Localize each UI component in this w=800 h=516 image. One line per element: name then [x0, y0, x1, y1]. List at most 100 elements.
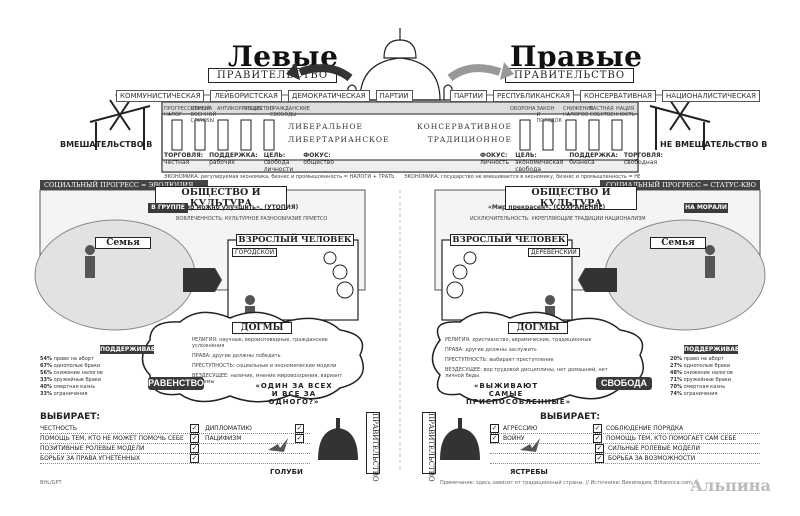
choose-row: ✓СИЛЬНЫЕ РОЛЕВЫЕ МОДЕЛИ — [490, 444, 760, 454]
party-democratic: ДЕМОКРАТИЧЕСКАЯ — [287, 90, 370, 102]
meta-value: личность — [480, 159, 510, 166]
support-row: 48% снижение налогов — [670, 370, 733, 376]
party-republican: РЕСПУБЛИКАНСКАЯ — [493, 90, 574, 102]
support-row: 74% ограничения — [670, 391, 718, 397]
party-conservative: КОНСЕРВАТИВНАЯ — [579, 90, 657, 102]
right-gov-vertical: ПРАВИТЕЛЬСТВО — [422, 412, 436, 482]
pillar-label: ОБЩЕСТВО — [243, 106, 274, 112]
scale-left-icon — [89, 99, 151, 150]
meta-value: свободная — [623, 159, 658, 166]
right-title: Правые — [510, 40, 643, 73]
choose-row: ПОМОЩЬ ТЕМ, КТО НЕ МОЖЕТ ПОМОЧЬ СЕБЕ✓ПАЦ… — [40, 434, 310, 444]
right-adult-title: ВЗРОСЛЫЙ ЧЕЛОВЕК — [450, 234, 568, 246]
left-dogma-title: ДОГМЫ — [232, 322, 292, 334]
right-social-progress: СОЦИАЛЬНЫЙ ПРОГРЕСС = СТАТУС-КВО — [600, 180, 760, 190]
right-support-list: 20% право на аборт 27% однополые браки 4… — [670, 356, 760, 398]
temple-left-top: ЛИБЕРАЛЬНОЕ — [288, 122, 363, 131]
left-society-sub: ВОВЛЕЧЕННОСТЬ: КУЛЬТУРНОЕ РАЗНООБРАЗИЕ П… — [176, 216, 328, 222]
capitol-building-icon — [318, 418, 480, 460]
left-gov-vertical: ПРАВИТЕЛЬСТВО — [366, 412, 380, 482]
right-meta: ФОКУС:личность ЦЕЛЬ:экономическая свобод… — [480, 152, 663, 173]
meta-value: рабочих — [209, 159, 235, 166]
right-rural: ДЕРЕВЕНСКИЙ — [528, 248, 580, 257]
pillar-label: ЗАКОН И ПОРЯДОК — [536, 106, 563, 124]
left-family-title: Семья — [95, 237, 151, 249]
meta-key: ТОРГОВЛЯ: — [164, 152, 204, 159]
right-dogma-lines: РЕЛИГИЯ: христианство, аврамические, тра… — [445, 337, 610, 379]
equality-badge: РАВЕНСТВО — [148, 377, 204, 390]
left-dogma-lines: РЕЛИГИЯ: научные, вероисповедные, гражда… — [192, 337, 357, 385]
left-economy: ЭКОНОМИКА: регулируемая экономика, бизне… — [164, 174, 394, 180]
pillar-label: ОБОРОНА — [510, 106, 536, 112]
left-in-group: В ГРУППЕ — [148, 203, 188, 213]
right-on-morals: НА МОРАЛИ — [684, 203, 728, 213]
support-row: 33% ограничения — [40, 391, 88, 397]
right-parties: ПАРТИИ РЕСПУБЛИКАНСКАЯ КОНСЕРВАТИВНАЯ НА… — [450, 90, 760, 102]
choose-row: БОРЬБУ ЗА ПРАВА УГНЕТЕННЫХ✓ — [40, 454, 310, 464]
pillar-label: ОТМЕНА ВОЕННОЙ СЛУЖБЫ — [190, 106, 217, 124]
right-choose-list: ✓АГРЕССИЮ✓СОБЛЮДЕНИЕ ПОРЯДКА ✓ВОЙНУ✓ПОМО… — [490, 424, 760, 464]
right-interference: НЕ ВМЕШАТЕЛЬСТВО В — [660, 140, 768, 149]
dogma-line: ПРЕСТУПНОСТЬ: социальные и экономические… — [192, 363, 337, 369]
party-labour: ЛЕЙБОРИСТСКАЯ — [210, 90, 282, 102]
right-family-title: Семья — [650, 237, 706, 249]
left-adult-title: ВЗРОСЛЫЙ ЧЕЛОВЕК — [236, 234, 354, 246]
dogma-line: ПРАВА: другие должны заслужить — [445, 347, 537, 353]
party-communist: КОММУНИСТИЧЕСКАЯ — [116, 90, 205, 102]
support-row: 71% оружейные браки — [670, 377, 732, 383]
right-society-sub: ИСКЛЮЧИТЕЛЬНОСТЬ: УКРЕПЛЯЮЩИЕ ТРАДИЦИИ Н… — [470, 216, 646, 222]
brand-watermark: Альпина — [690, 476, 771, 495]
right-choose-title: ВЫБИРАЕТ: — [540, 412, 601, 422]
support-row: 70% смертная казнь — [670, 384, 726, 390]
support-row: 56% снижение налогов — [40, 370, 103, 376]
meta-key: ФОКУС: — [303, 152, 331, 159]
meta-value: честная — [164, 159, 190, 166]
temple-right-bottom: ТРАДИЦИОННОЕ — [427, 135, 512, 144]
meta-key: ПОДДЕРЖКА: — [569, 152, 618, 159]
right-society-motto: «ВЫЖИВАЮТ САМЫЕ ПРИСПОСОБЛЕННЫЕ» — [466, 382, 572, 406]
pillar-label: ЧАСТНАЯ СОБСТВЕННОСТЬ — [589, 106, 635, 118]
support-row: 33% оружейные браки — [40, 377, 102, 383]
scale-right-icon — [649, 99, 711, 150]
dogma-line: ПРАВА: другие должны победить — [192, 353, 281, 359]
party-nationalist: НАЦИОНАЛИСТИЧЕСКАЯ — [662, 90, 760, 102]
meta-value: свобода личности — [263, 159, 294, 173]
meta-value: экономическая свобода — [515, 159, 564, 173]
left-society-quote: «Мир можно улучшить». (УТОПИЯ) — [176, 204, 299, 211]
party-label: ПАРТИИ — [450, 90, 488, 102]
support-row: 27% однополые браки — [670, 363, 731, 369]
support-row: 40% смертная казнь — [40, 384, 96, 390]
choose-row: ПОЗИТИВНЫЕ РОЛЕВЫЕ МОДЕЛИ✓ — [40, 444, 310, 454]
left-pillar-labels: ПРОГРЕССИВНЫЙ НАЛОГ ОТМЕНА ВОЕННОЙ СЛУЖБ… — [164, 106, 310, 124]
doves-label: ГОЛУБИ — [270, 468, 303, 476]
left-social-progress: СОЦИАЛЬНЫЙ ПРОГРЕСС = ЭВОЛЮЦИЯ — [40, 180, 208, 190]
pillar-label: СНИЖЕНИЕ НАЛОГОВ — [563, 106, 594, 118]
choose-row: ЧЕСТНОСТЬ✓ДИПЛОМАТИЮ✓ — [40, 424, 310, 434]
meta-key: ФОКУС: — [480, 152, 508, 159]
left-support-list: 54% право на аборт 67% однополые браки 5… — [40, 356, 160, 398]
left-choose-title: ВЫБИРАЕТ: — [40, 412, 101, 422]
pillar-label: ГРАЖДАНСКИЕ СВОБОДЫ — [270, 106, 310, 118]
meta-key: ЦЕЛЬ: — [515, 152, 537, 159]
dogma-line: РЕЛИГИЯ: научные, вероисповедные, гражда… — [192, 337, 328, 349]
temple-right-top: КОНСЕРВАТИВНОЕ — [416, 122, 512, 131]
meta-value: бизнеса — [569, 159, 595, 166]
left-meta: ТОРГОВЛЯ:честная ПОДДЕРЖКА:рабочих ЦЕЛЬ:… — [164, 152, 334, 173]
right-supports-title: ПОДДЕРЖИВАЕТ — [684, 345, 744, 354]
page-number: BHL/GPT — [40, 480, 62, 486]
meta-key: ТОРГОВЛЯ: — [623, 152, 663, 159]
choose-row: ✓БОРЬБА ЗА ВОЗМОЖНОСТИ — [490, 454, 760, 464]
left-choose-list: ЧЕСТНОСТЬ✓ДИПЛОМАТИЮ✓ ПОМОЩЬ ТЕМ, КТО НЕ… — [40, 424, 310, 464]
support-row: 54% право на аборт — [40, 356, 94, 362]
right-pillar-labels: ОБОРОНА ЗАКОН И ПОРЯДОК СНИЖЕНИЕ НАЛОГОВ… — [510, 106, 638, 124]
dogma-line: ПРЕСТУПНОСТЬ: выбирает преступление — [445, 357, 554, 363]
meta-key: ПОДДЕРЖКА: — [209, 152, 258, 159]
pillar-label: АНТИКОРРУПЦИЯ — [217, 106, 263, 112]
dogma-line: РЕЛИГИЯ: христианство, аврамические, тра… — [445, 337, 592, 343]
right-dogma-title: ДОГМЫ — [508, 322, 568, 334]
choose-row: ✓ВОЙНУ✓ПОМОЩЬ ТЕМ, КТО ПОМОГАЕТ САМ СЕБЕ — [490, 434, 760, 444]
freedom-badge: СВОБОДА — [596, 377, 652, 390]
left-interference: ВМЕШАТЕЛЬСТВО В — [60, 140, 153, 149]
right-society-quote: «Мир прекрасен». (СОХРАНЕНИЕ) — [488, 204, 606, 211]
